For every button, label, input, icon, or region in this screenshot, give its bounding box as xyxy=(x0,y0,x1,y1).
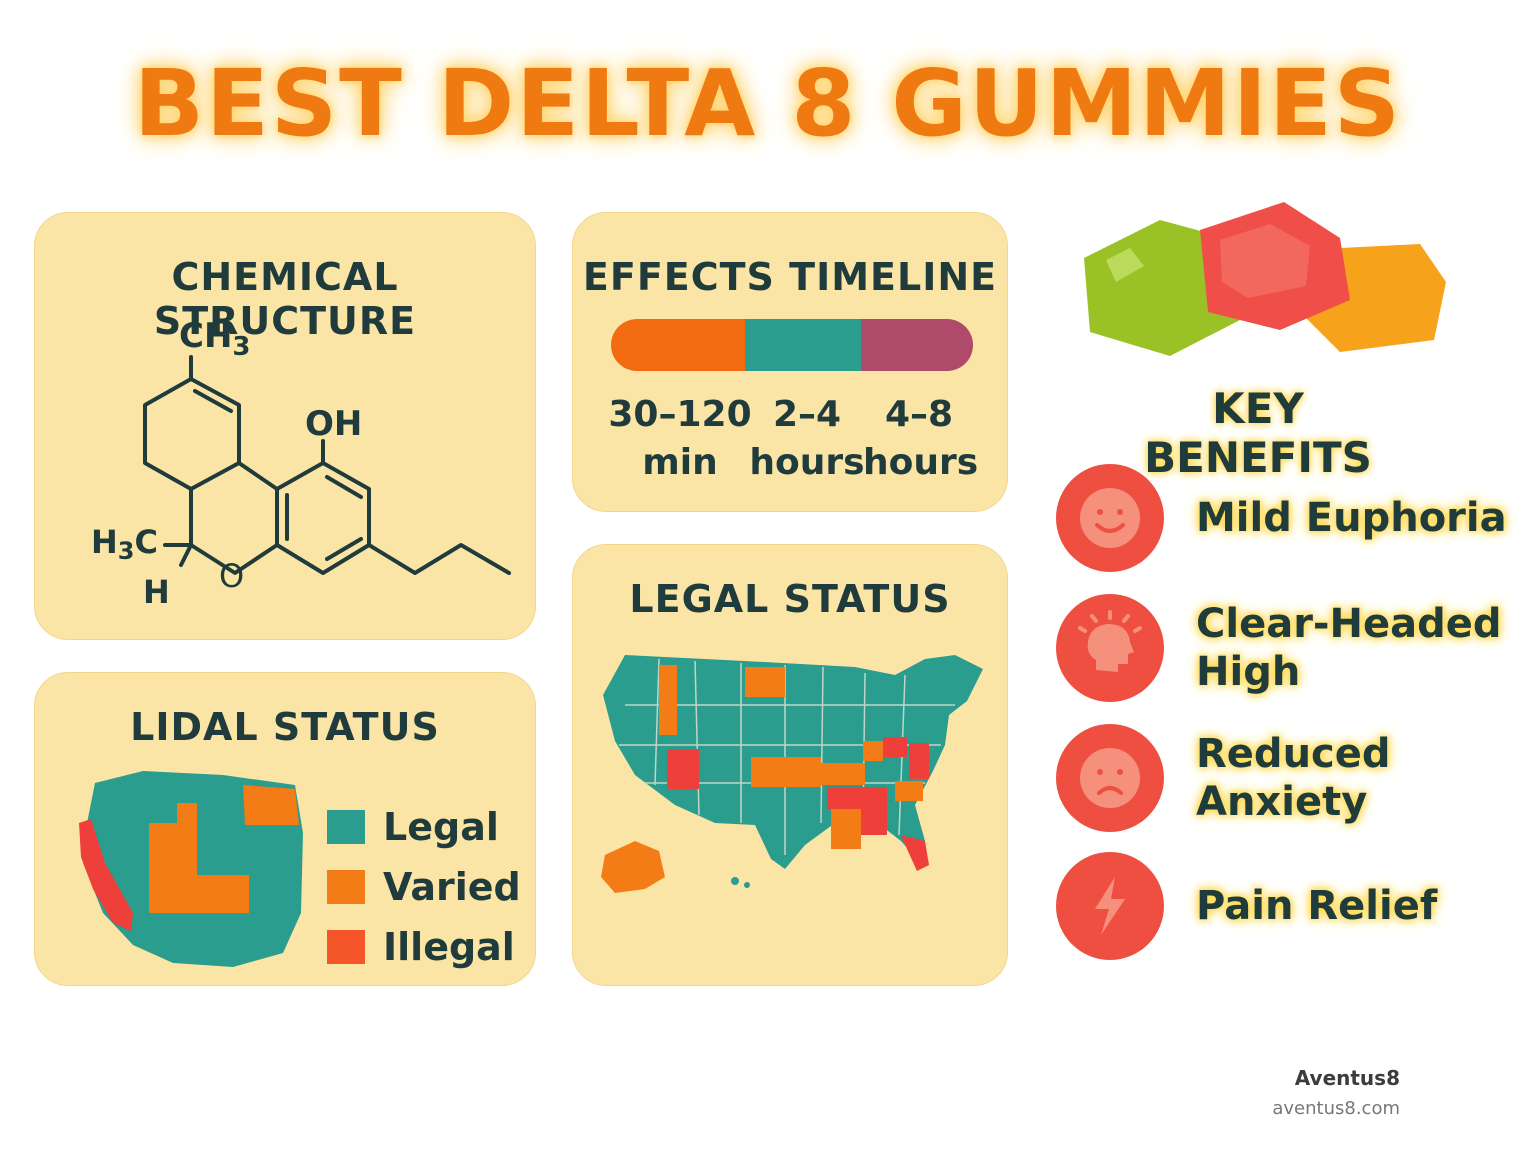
ch3-sub: 3 xyxy=(232,332,250,362)
lidal-status-card: LIDAL STATUS Legal Varied Illegal xyxy=(34,672,536,986)
legend-label-legal: Legal xyxy=(383,805,499,849)
benefit-pain-relief: Pain Relief xyxy=(1056,852,1437,960)
benefit-mild-euphoria: Mild Euphoria xyxy=(1056,464,1507,572)
chemical-structure-title: CHEMICAL STRUCTURE xyxy=(153,255,417,343)
benefit-icon-circle xyxy=(1056,724,1164,832)
legend-swatch-legal xyxy=(327,810,365,844)
effects-timeline-title: EFFECTS TIMELINE xyxy=(582,255,998,299)
benefit-icon-circle xyxy=(1056,852,1164,960)
h-label: H xyxy=(143,573,170,611)
benefit-icon-circle xyxy=(1056,594,1164,702)
us-map xyxy=(601,655,983,893)
timeline-segment-peak xyxy=(745,319,861,371)
legend-label-varied: Varied xyxy=(383,865,521,909)
h3c-sub: 3 xyxy=(118,537,135,565)
benefit-reduced-anxiety: Reduced Anxiety xyxy=(1056,724,1536,832)
legend-illegal: Illegal xyxy=(327,925,515,969)
ch3-label: CH xyxy=(179,316,232,356)
legend-legal: Legal xyxy=(327,805,499,849)
o-label: O xyxy=(219,557,244,595)
benefit-label-mild-euphoria: Mild Euphoria xyxy=(1196,495,1507,541)
benefit-label-pain-relief: Pain Relief xyxy=(1196,883,1438,929)
gummies-illustration xyxy=(1084,202,1446,356)
legal-status-card: LEGAL STATUS xyxy=(572,544,1008,986)
smile-icon xyxy=(1080,488,1140,548)
lightning-icon xyxy=(1095,877,1125,935)
molecule-diagram: CH3 OH H3C H O xyxy=(91,316,511,611)
benefit-icon-circle xyxy=(1056,464,1164,572)
svg-text:CH3: CH3 xyxy=(179,316,251,362)
legend-label-illegal: Illegal xyxy=(383,925,515,969)
key-benefits-title: KEY BENEFITS xyxy=(1144,384,1372,482)
timeline-bar xyxy=(611,319,973,371)
oh-label: OH xyxy=(305,404,362,444)
timeline-segment-duration xyxy=(861,319,973,371)
chemical-structure-card: CHEMICAL STRUCTURE CH3 OH H3C H O xyxy=(34,212,536,640)
legend-swatch-varied xyxy=(327,870,365,904)
timeline-segment-onset xyxy=(611,319,745,371)
svg-text:H3C: H3C xyxy=(91,523,158,565)
frown-icon xyxy=(1080,748,1140,808)
legend-varied: Varied xyxy=(327,865,521,909)
h3c-label: H xyxy=(91,523,118,561)
benefit-label-reduced-anxiety: Reduced Anxiety xyxy=(1196,731,1391,825)
footer-brand: Aventus8 xyxy=(1294,1066,1400,1090)
western-us-map xyxy=(79,771,303,967)
footer-url[interactable]: aventus8.com xyxy=(1272,1098,1400,1119)
legal-status-title: LEGAL STATUS xyxy=(629,577,951,621)
h3c-c-label: C xyxy=(134,523,157,561)
head-icon xyxy=(1078,610,1142,672)
legend-swatch-illegal xyxy=(327,930,365,964)
page-title: BEST DELTA 8 GUMMIES xyxy=(133,50,1403,157)
lidal-status-title: LIDAL STATUS xyxy=(130,705,440,749)
